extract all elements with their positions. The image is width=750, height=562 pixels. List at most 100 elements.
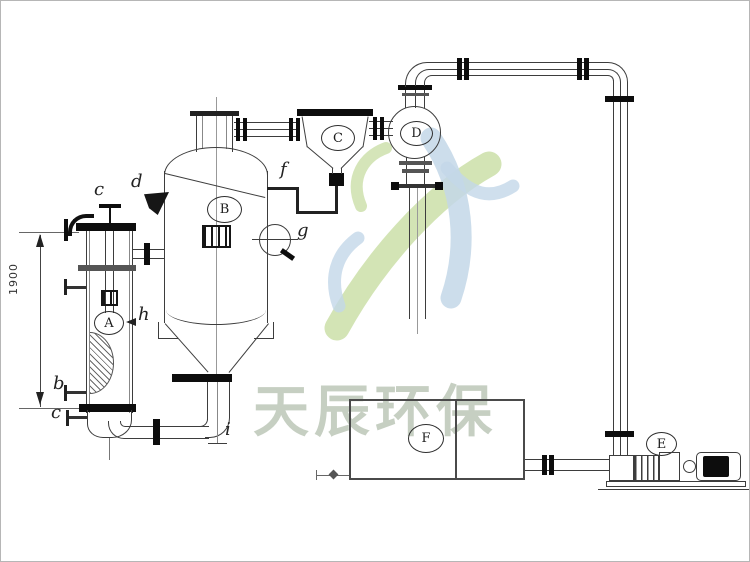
pipe: [234, 136, 298, 137]
flange-plate: [393, 184, 437, 188]
pipe: [135, 426, 209, 427]
drain-valve: [328, 469, 339, 480]
pump-baseplate: [606, 481, 746, 487]
heater-shell-left: [86, 231, 87, 413]
nozzle-flange: [66, 410, 69, 426]
barometric-pipe-left: [409, 188, 410, 319]
flange: [153, 419, 160, 445]
vessel-neck-right: [232, 116, 233, 152]
vessel-neck-cap: [190, 111, 239, 116]
flange: [549, 455, 554, 475]
flange: [380, 117, 384, 140]
pipe: [332, 168, 333, 174]
dim-extension-top: [19, 232, 79, 233]
logo-swoosh-green-large: [324, 151, 502, 341]
flange: [144, 243, 150, 265]
pipe: [424, 85, 425, 108]
heater-liquid-crescent: [90, 332, 114, 394]
elbow: [120, 421, 135, 427]
support-leg: [273, 322, 274, 339]
sight-glass-tick: [279, 248, 296, 261]
pump-coupling: [683, 460, 696, 473]
tag-A: A: [94, 311, 124, 335]
flange: [457, 58, 462, 80]
pipe: [234, 129, 298, 130]
elbow: [608, 75, 614, 92]
flange: [373, 117, 377, 140]
pipe: [335, 185, 338, 214]
sight-glass-line: [252, 239, 298, 240]
pump-finned-body: [634, 455, 659, 481]
pipe: [207, 382, 208, 420]
flange: [399, 161, 432, 165]
flange: [289, 118, 293, 141]
pipe: [435, 75, 608, 76]
dim-line: [40, 235, 41, 407]
dim-text: 1900: [7, 263, 20, 295]
support-leg: [254, 338, 274, 339]
tag-D: D: [400, 121, 433, 146]
pipe: [405, 85, 406, 108]
logo-swoosh-blue-large: [420, 127, 472, 309]
nozzle-cap: [99, 204, 121, 208]
flange: [402, 93, 429, 96]
flange: [236, 118, 240, 141]
pipe: [296, 211, 338, 214]
motor-body: [696, 452, 741, 481]
tag-B: B: [207, 196, 242, 223]
dim-arrow-up: [36, 234, 44, 247]
pipe: [435, 62, 608, 63]
separator-wall-left: [301, 116, 308, 148]
flange: [402, 169, 429, 173]
separator-top-plate: [297, 109, 373, 116]
tank-body: [349, 399, 525, 480]
flange: [577, 58, 582, 80]
logo-swoosh-blue-check: [440, 161, 520, 201]
heater-bottom-tubesheet: [79, 404, 136, 412]
label-h: h: [138, 304, 150, 325]
outlet-centerline: [217, 382, 218, 443]
flange: [584, 58, 589, 80]
tag-D-letter: D: [411, 126, 422, 141]
dim-arrow-down: [36, 392, 44, 405]
nozzle-stub: [67, 286, 86, 289]
flange: [243, 118, 247, 141]
pipe: [558, 470, 609, 471]
support-leg: [158, 322, 159, 339]
tag-E-letter: E: [656, 436, 667, 452]
flange: [296, 118, 300, 141]
tag-C-letter: C: [333, 130, 343, 146]
dim-extension-bottom: [19, 408, 81, 409]
heater-grid-box: [101, 290, 118, 306]
tag-F-letter: F: [421, 431, 431, 446]
logo-swoosh-blue-small: [328, 231, 365, 313]
heater-center-tube-left: [105, 231, 106, 313]
heater-top-tubesheet: [76, 223, 136, 231]
sight-glass: [259, 224, 291, 256]
barometric-pipe-right: [425, 188, 426, 319]
heater-mid-band: [78, 265, 136, 271]
pipe: [525, 470, 558, 471]
flange: [464, 58, 469, 80]
flange: [398, 85, 432, 90]
pipe: [415, 85, 416, 108]
elbow: [415, 69, 436, 86]
drain-line: [109, 438, 110, 460]
pipe: [267, 187, 299, 190]
label-d: d: [131, 171, 143, 192]
flange: [64, 219, 68, 241]
flange-bolt: [435, 182, 443, 190]
pipe: [234, 122, 298, 123]
pipe: [627, 92, 628, 456]
support-leg: [158, 338, 178, 339]
nozzle-stem: [109, 208, 111, 224]
outlet-tick: [208, 443, 227, 444]
watermark-text: 天辰环保: [253, 380, 497, 445]
flange: [605, 431, 634, 437]
label-g: g: [297, 220, 309, 241]
vessel-neck-right-inner: [226, 116, 227, 149]
vessel-cone-left: [164, 323, 209, 373]
label-c-bottom: c: [51, 402, 62, 423]
tag-F: F: [408, 424, 444, 453]
